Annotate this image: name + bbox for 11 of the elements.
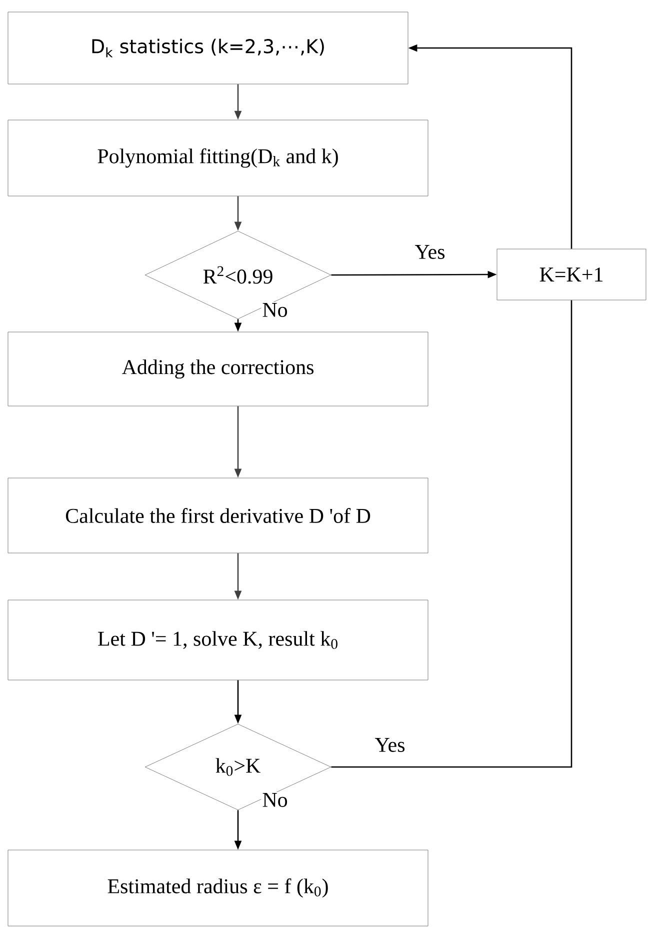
edge-label: No	[261, 792, 289, 808]
process-box: Adding the corrections	[8, 332, 428, 406]
edge-label: Yes	[374, 737, 406, 753]
process-box: Calculate the first derivative D 'of D	[8, 478, 428, 554]
edge-label: Yes	[414, 244, 446, 260]
process-box: K=K+1	[496, 248, 646, 300]
process-box: Let D '= 1, solve K, result k$_{0}$	[8, 600, 428, 680]
process-box: Estimated radius ε = f (k$_{0}$)	[8, 850, 428, 926]
process-box: D$_{k}$ statistics (k=2,3,⋯,K)	[8, 12, 408, 84]
edge-label: No	[261, 302, 289, 318]
process-box: Polynomial fitting(D$_{k}$ and k)	[8, 120, 428, 196]
